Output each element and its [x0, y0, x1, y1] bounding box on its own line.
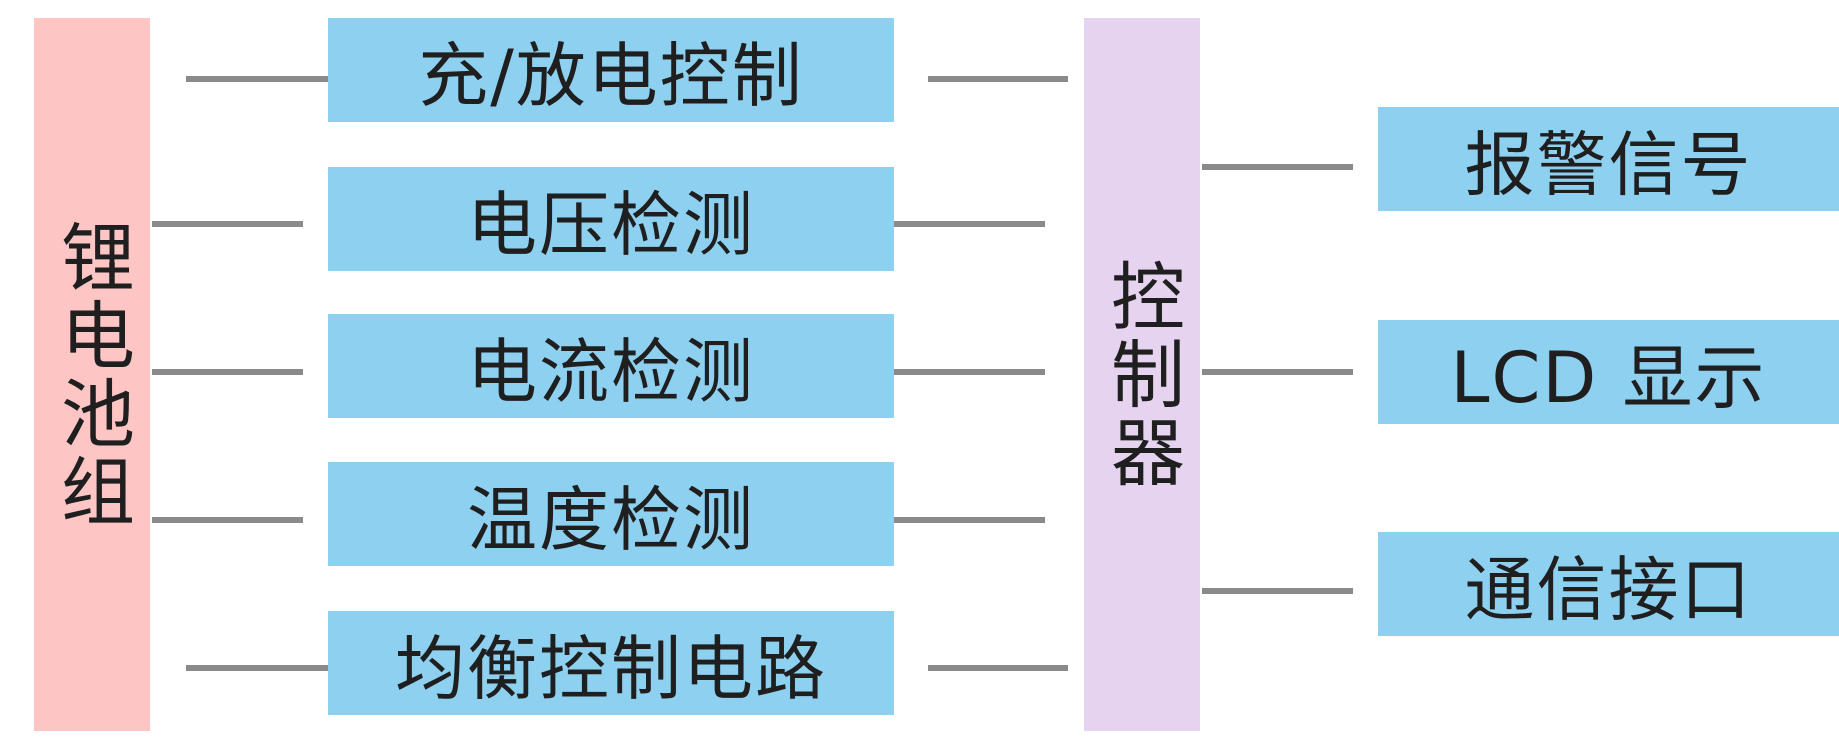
controller-block: 控制器 — [1084, 18, 1200, 731]
charge-discharge-control-block: 充/放电控制 — [328, 18, 894, 122]
battery-pack-label: 锂电池组 — [48, 218, 135, 531]
balance-control-circuit-block: 均衡控制电路 — [328, 611, 894, 715]
voltage-detection-block: 电压检测 — [328, 167, 894, 271]
voltage-detection-label: 电压检测 — [467, 183, 755, 266]
alarm-signal-block: 报警信号 — [1378, 107, 1839, 211]
current-detection-block: 电流检测 — [328, 314, 894, 418]
lcd-display-block: LCD 显示 — [1378, 320, 1839, 424]
battery-pack-block: 锂电池组 — [34, 18, 150, 731]
alarm-signal-label: 报警信号 — [1464, 123, 1753, 206]
communication-interface-label: 通信接口 — [1464, 548, 1753, 631]
temperature-detection-block: 温度检测 — [328, 462, 894, 566]
communication-interface-block: 通信接口 — [1378, 532, 1839, 636]
temperature-detection-label: 温度检测 — [467, 478, 755, 561]
lcd-display-label: LCD 显示 — [1450, 336, 1767, 419]
charge-discharge-control-label: 充/放电控制 — [418, 34, 804, 117]
current-detection-label: 电流检测 — [467, 330, 755, 413]
balance-control-circuit-label: 均衡控制电路 — [395, 627, 827, 710]
controller-label: 控制器 — [1098, 257, 1185, 492]
